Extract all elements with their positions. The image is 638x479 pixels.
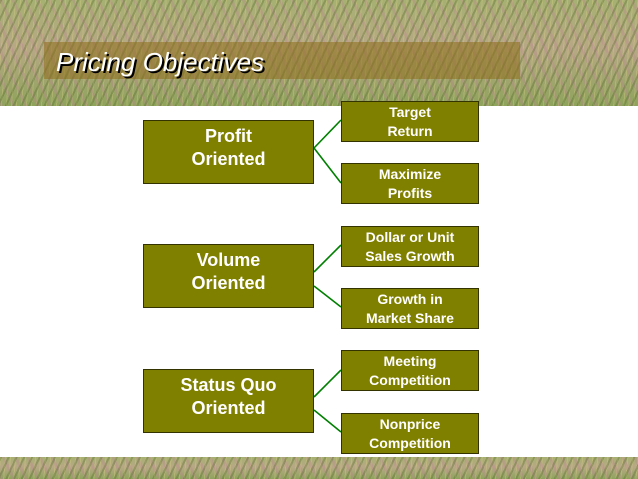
objective-box-nonprice-competition: Nonprice Competition (341, 413, 479, 454)
category-box-profit-oriented: Profit Oriented (143, 120, 314, 184)
category-label: Profit Oriented (191, 126, 266, 169)
connector-volume-sales-growth (313, 244, 342, 273)
objective-label: Maximize Profits (378, 165, 442, 201)
category-box-status-quo-oriented: Status Quo Oriented (143, 369, 314, 433)
connector-profit-maximize-profits (313, 147, 342, 184)
objective-label: Dollar or Unit Sales Growth (365, 228, 455, 264)
slide-title: Pricing Objectives (56, 47, 265, 77)
category-box-volume-oriented: Volume Oriented (143, 244, 314, 308)
objective-box-target-return: Target Return (341, 101, 479, 142)
title-bar (44, 42, 520, 79)
objective-label: Target Return (387, 103, 433, 139)
objective-box-maximize-profits: Maximize Profits (341, 163, 479, 204)
objective-box-sales-growth: Dollar or Unit Sales Growth (341, 226, 479, 267)
connector-profit-target-return (313, 119, 342, 149)
objective-box-meeting-competition: Meeting Competition (341, 350, 479, 391)
objective-box-market-share: Growth in Market Share (341, 288, 479, 329)
connector-volume-market-share (313, 285, 342, 308)
category-label: Status Quo Oriented (180, 375, 277, 418)
decorative-grass-background-bottom (0, 457, 638, 479)
objective-label: Growth in Market Share (366, 290, 454, 326)
objective-label: Meeting Competition (369, 352, 451, 388)
objective-label: Nonprice Competition (369, 415, 451, 451)
category-label: Volume Oriented (191, 250, 266, 293)
connector-status-quo-nonprice-competition (313, 409, 342, 433)
connector-status-quo-meeting-competition (313, 369, 342, 398)
